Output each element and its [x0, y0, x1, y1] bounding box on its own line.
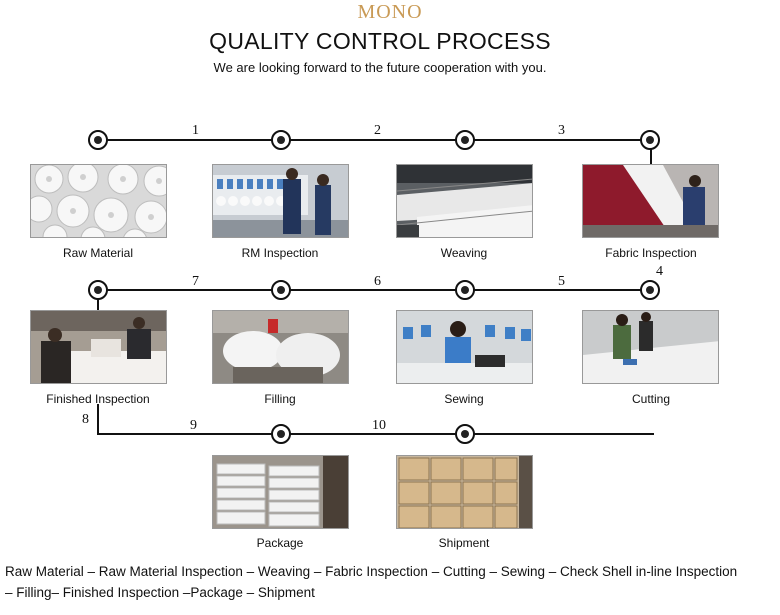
timeline-node-sewing: [455, 280, 475, 300]
step-label-rm-inspection: RM Inspection: [241, 246, 319, 260]
timeline-connector-8-9: [97, 404, 99, 435]
cutting-photo: [582, 310, 719, 384]
rm-inspection-photo: [212, 164, 349, 238]
step-number-1: 1: [192, 123, 199, 138]
step-label-filling: Filling: [264, 392, 296, 406]
step-label-finished-inspection: Finished Inspection: [46, 392, 150, 406]
step-number-2: 2: [374, 123, 381, 138]
step-label-sewing: Sewing: [444, 392, 484, 406]
timeline-line-row2: [98, 289, 650, 291]
step-number-4: 4: [656, 264, 663, 279]
timeline-line-row3: [97, 433, 654, 435]
page-title: QUALITY CONTROL PROCESS: [209, 28, 551, 54]
step-number-6: 6: [374, 274, 381, 289]
step-number-7: 7: [192, 274, 199, 289]
step-number-9: 9: [190, 418, 197, 433]
step-label-weaving: Weaving: [440, 246, 488, 260]
timeline-node-shipment: [455, 424, 475, 444]
step-number-3: 3: [558, 123, 565, 138]
process-summary: Raw Material – Raw Material Inspection –…: [5, 561, 780, 603]
timeline-node-finished-inspection: [88, 280, 108, 300]
step-label-raw-material: Raw Material: [62, 246, 134, 260]
timeline-node-rm-inspection: [271, 130, 291, 150]
filling-photo: [212, 310, 349, 384]
timeline-node-raw-material: [88, 130, 108, 150]
step-label-package: Package: [256, 536, 304, 550]
timeline-node-cutting: [640, 280, 660, 300]
step-label-cutting: Cutting: [631, 392, 671, 406]
timeline-node-weaving: [455, 130, 475, 150]
timeline-node-fabric-inspection: [640, 130, 660, 150]
finished-inspection-photo: [30, 310, 167, 384]
step-label-fabric-inspection: Fabric Inspection: [605, 246, 697, 260]
step-number-5: 5: [558, 274, 565, 289]
weaving-photo: [396, 164, 533, 238]
raw-material-photo: [30, 164, 167, 238]
timeline-line-row1: [98, 139, 650, 141]
fabric-inspection-photo: [582, 164, 719, 238]
timeline-node-package: [271, 424, 291, 444]
step-number-10: 10: [372, 418, 386, 433]
package-photo: [212, 455, 349, 529]
timeline-connector-3-4: [650, 140, 652, 164]
sewing-photo: [396, 310, 533, 384]
process-summary-line-2: – Filling– Finished Inspection –Package …: [5, 585, 315, 600]
page-subtitle: We are looking forward to the future coo…: [213, 60, 547, 75]
timeline-connector-7-8: [97, 290, 99, 310]
step-label-shipment: Shipment: [438, 536, 490, 550]
brand-logo: MONO: [357, 1, 423, 23]
step-number-8: 8: [82, 412, 89, 427]
process-summary-line-1: Raw Material – Raw Material Inspection –…: [5, 564, 738, 579]
timeline-node-filling: [271, 280, 291, 300]
shipment-photo: [396, 455, 533, 529]
